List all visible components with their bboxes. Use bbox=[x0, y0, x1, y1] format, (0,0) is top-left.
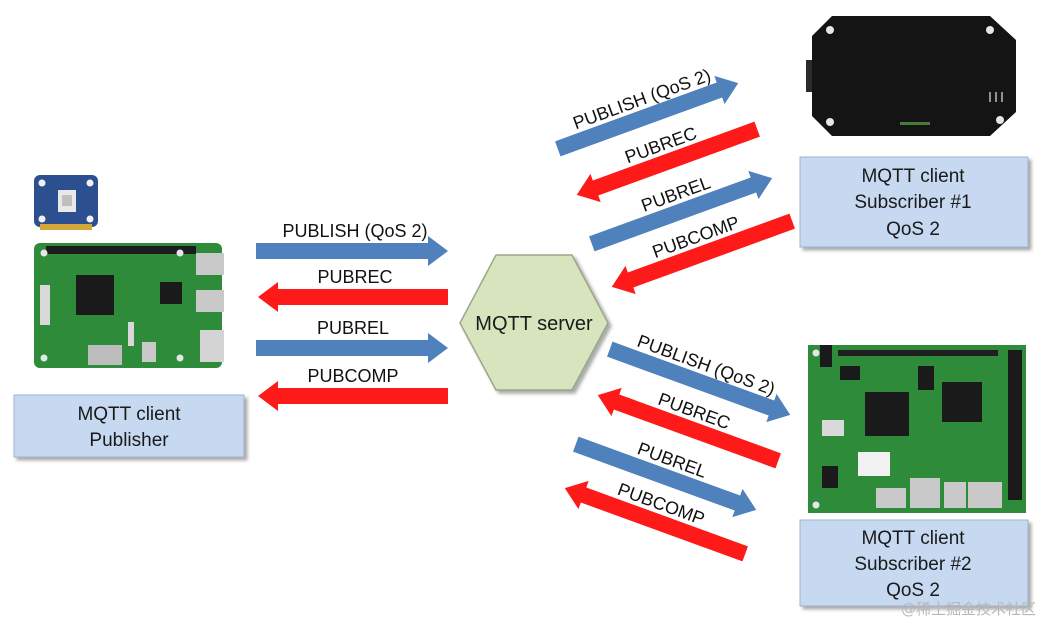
arrow-pubcomp-pub bbox=[258, 381, 448, 411]
arrow-pubrel-sub2 bbox=[573, 436, 757, 518]
sub2-box-line2: Subscriber #2 bbox=[854, 554, 971, 575]
arrow-publish-pub bbox=[256, 236, 448, 266]
sub2-box-line3: QoS 2 bbox=[886, 580, 940, 601]
server-label: MQTT server bbox=[475, 313, 593, 335]
dev-board-icon bbox=[808, 345, 1026, 513]
raspberry-pi-board-icon bbox=[34, 243, 224, 368]
sub1-box-line3: QoS 2 bbox=[886, 219, 940, 240]
publisher-box-line1: MQTT client bbox=[77, 404, 181, 425]
arrow-pubrec-pub bbox=[258, 282, 448, 312]
publisher-box-line2: Publisher bbox=[89, 430, 169, 451]
watermark-text: @稀土掘金技术社区 bbox=[901, 600, 1036, 618]
arrow-publish-sub2 bbox=[607, 341, 791, 423]
sub2-flows: PUBLISH (QoS 2) PUBREC PUBREL PUBCOMP bbox=[564, 331, 791, 562]
beaglebone-board-icon bbox=[806, 16, 1016, 136]
publisher-flows: PUBLISH (QoS 2) PUBREC PUBREL PUBCOMP bbox=[256, 221, 448, 411]
arrow-pubrec-sub2 bbox=[597, 387, 781, 469]
label-publish-pub: PUBLISH (QoS 2) bbox=[282, 221, 427, 241]
publisher-client-box: MQTT client Publisher bbox=[13, 394, 245, 458]
subscriber2-client-box: MQTT client Subscriber #2 QoS 2 bbox=[799, 519, 1029, 607]
arrow-pubrel-pub bbox=[256, 333, 448, 363]
sensor-module-icon bbox=[34, 175, 98, 230]
subscriber1-client-box: MQTT client Subscriber #1 QoS 2 bbox=[799, 156, 1029, 248]
arrow-pubcomp-sub1 bbox=[611, 213, 795, 295]
sub2-box-line1: MQTT client bbox=[861, 528, 965, 549]
label-pubrel-pub: PUBREL bbox=[317, 318, 389, 338]
mqtt-server: MQTT server bbox=[459, 254, 609, 391]
arrow-pubrec-sub1 bbox=[576, 121, 760, 203]
sub1-flows: PUBLISH (QoS 2) PUBREC PUBREL PUBCOMP bbox=[555, 65, 795, 295]
sub1-box-line2: Subscriber #1 bbox=[854, 192, 971, 213]
arrow-pubrel-sub1 bbox=[589, 170, 773, 252]
label-pubcomp-pub: PUBCOMP bbox=[307, 366, 398, 386]
label-pubrec-pub: PUBREC bbox=[317, 267, 392, 287]
arrow-pubcomp-sub2 bbox=[564, 480, 748, 562]
arrow-publish-sub1 bbox=[555, 75, 739, 157]
sub1-box-line1: MQTT client bbox=[861, 166, 965, 187]
